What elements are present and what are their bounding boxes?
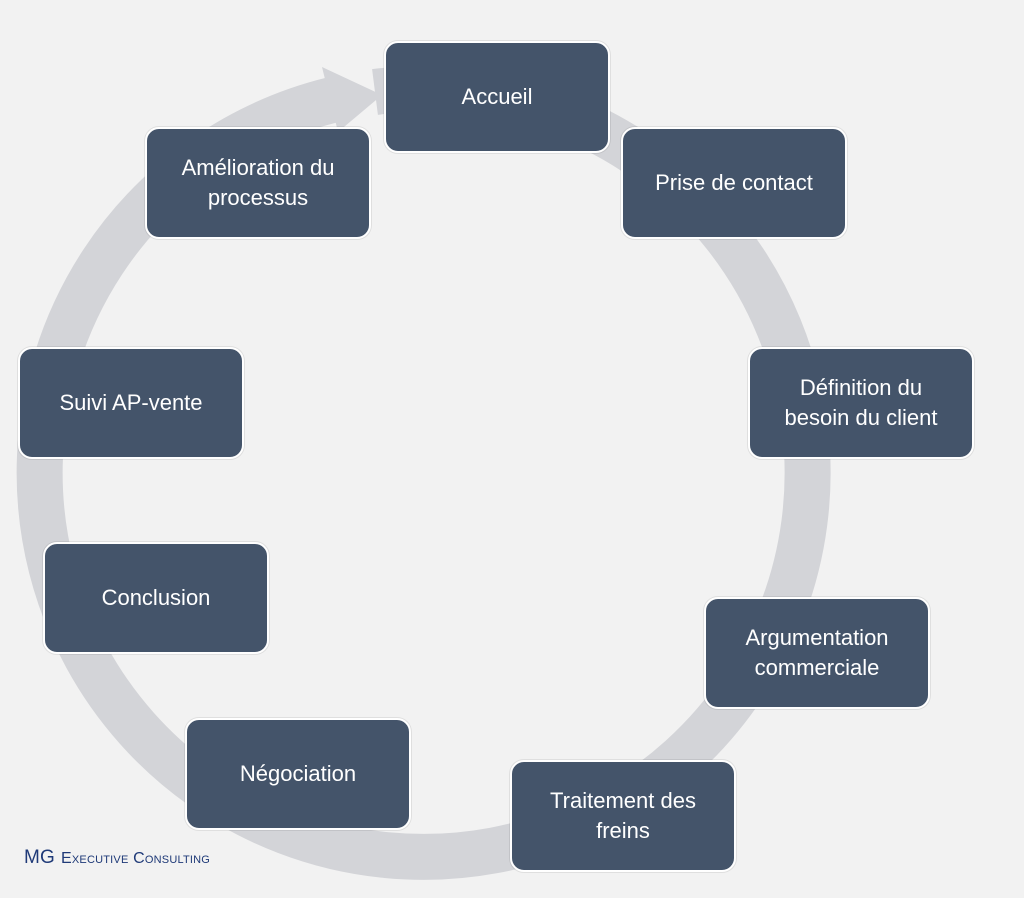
brand-name: Executive Consulting: [61, 850, 211, 867]
brand-logo: MG Executive Consulting: [24, 846, 210, 871]
step-conclusion: Conclusion: [43, 542, 269, 654]
step-argumentation-commerciale: Argumentation commerciale: [704, 597, 930, 709]
step-suivi-ap-vente: Suivi AP-vente: [18, 347, 244, 459]
step-definition-du-besoin: Définition du besoin du client: [748, 347, 974, 459]
cycle-arrow-head: [322, 67, 382, 132]
step-traitement-des-freins: Traitement des freins: [510, 760, 736, 872]
step-negociation: Négociation: [185, 718, 411, 830]
brand-initials: MG: [24, 847, 56, 868]
step-accueil: Accueil: [384, 41, 610, 153]
step-amelioration-du-processus: Amélioration du processus: [145, 127, 371, 239]
step-prise-de-contact: Prise de contact: [621, 127, 847, 239]
